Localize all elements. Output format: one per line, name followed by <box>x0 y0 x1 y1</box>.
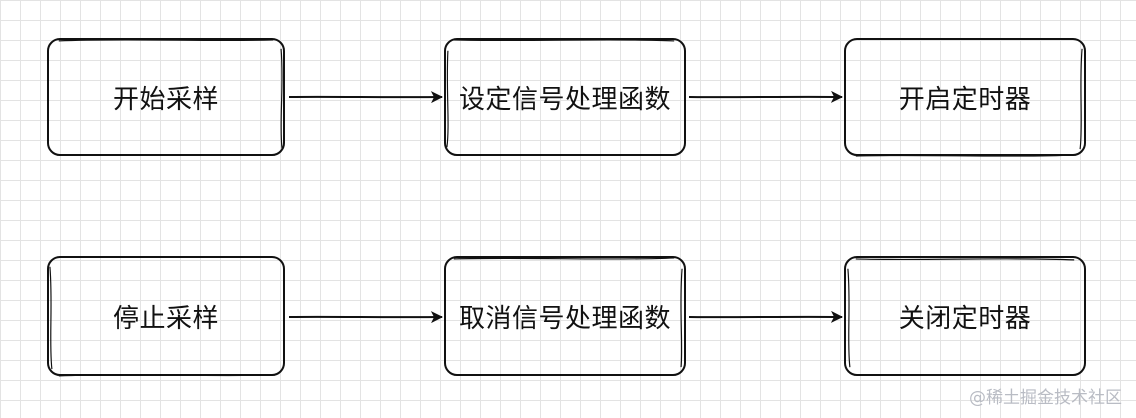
node-label: 开始采样 <box>112 84 219 115</box>
node-set-signal-handler: 设定信号处理函数 <box>444 38 686 156</box>
node-start-sampling: 开始采样 <box>47 38 285 156</box>
node-cancel-signal-handler: 取消信号处理函数 <box>444 256 686 376</box>
node-label: 取消信号处理函数 <box>458 303 671 334</box>
node-label: 开启定时器 <box>898 84 1032 115</box>
node-stop-timer: 关闭定时器 <box>844 256 1086 376</box>
node-label: 设定信号处理函数 <box>458 84 671 115</box>
node-label: 停止采样 <box>112 303 219 334</box>
node-stop-sampling: 停止采样 <box>47 256 285 377</box>
watermark-text: @稀土掘金技术社区 <box>969 388 1122 408</box>
node-start-timer: 开启定时器 <box>844 38 1086 157</box>
node-label: 关闭定时器 <box>898 303 1032 334</box>
